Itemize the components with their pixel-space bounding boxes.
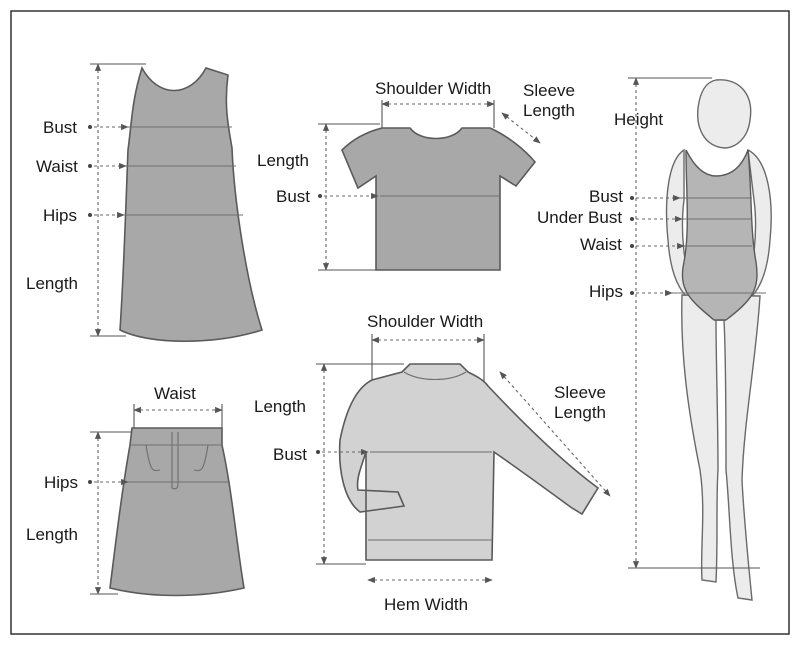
dress-hips-dot: [88, 213, 92, 217]
body-waist-label: Waist: [580, 235, 622, 254]
skirt-waist-label: Waist: [154, 384, 196, 403]
jacket-sleeve-label-line2: Length: [554, 403, 606, 422]
body-bust-label: Bust: [589, 187, 623, 206]
body-hips-dot: [630, 291, 634, 295]
body-legs: [681, 294, 761, 601]
tshirt-sleeve-label-line1: Sleeve: [523, 81, 575, 100]
body-height-label: Height: [614, 110, 663, 129]
body-head: [697, 79, 752, 149]
jacket-collar: [403, 371, 467, 380]
body-waist-dot: [630, 244, 634, 248]
body-right-arm: [743, 148, 772, 302]
jacket-hem-width-label: Hem Width: [384, 595, 468, 614]
dress-bust-dot: [88, 125, 92, 129]
skirt-fly: [171, 432, 179, 490]
jacket-length-label: Length: [254, 397, 306, 416]
skirt-group: Waist Hips Length: [26, 384, 245, 597]
jacket-bust-label: Bust: [273, 445, 307, 464]
jacket-shoulder-width-label: Shoulder Width: [367, 312, 483, 331]
body-under-bust-label: Under Bust: [537, 208, 622, 227]
tshirt-shoulder-width-label: Shoulder Width: [375, 79, 491, 98]
body-left-arm: [665, 148, 695, 302]
jacket-shape: [338, 363, 600, 561]
tshirt-shape: [341, 127, 537, 271]
dress-waist-dot: [88, 164, 92, 168]
jacket-bust-dot: [316, 450, 320, 454]
tshirt-group: Shoulder Width Sleeve Length Length Bust: [257, 79, 575, 271]
diagram-frame: [10, 10, 790, 635]
dress-shape: [119, 65, 264, 342]
skirt-hips-dot: [88, 480, 92, 484]
body-figure-group: Height Bust Under Bust Waist Hips: [537, 77, 772, 601]
body-hips-label: Hips: [589, 282, 623, 301]
jacket-sleeve-label-line1: Sleeve: [554, 383, 606, 402]
skirt-hips-label: Hips: [44, 473, 78, 492]
tshirt-bust-dot: [318, 194, 322, 198]
dress-group: Bust Waist Hips Length: [26, 63, 264, 342]
tshirt-bust-label: Bust: [276, 187, 310, 206]
body-bust-dot: [630, 196, 634, 200]
skirt-left-pocket: [145, 444, 161, 472]
jacket-sleeve-length-line: [499, 371, 611, 497]
tshirt-sleeve-label-line2: Length: [523, 101, 575, 120]
dress-hips-label: Hips: [43, 206, 77, 225]
skirt-right-pocket: [193, 444, 209, 472]
dress-bust-label: Bust: [43, 118, 77, 137]
tshirt-sleeve-length-line: [501, 112, 541, 144]
jacket-group: Shoulder Width Sleeve Length Length Bust…: [254, 312, 611, 614]
body-swimsuit: [681, 149, 758, 321]
dress-waist-label: Waist: [36, 157, 78, 176]
dress-length-label: Length: [26, 274, 78, 293]
skirt-shape: [109, 427, 245, 597]
body-under-bust-dot: [630, 217, 634, 221]
tshirt-length-label: Length: [257, 151, 309, 170]
skirt-length-label: Length: [26, 525, 78, 544]
